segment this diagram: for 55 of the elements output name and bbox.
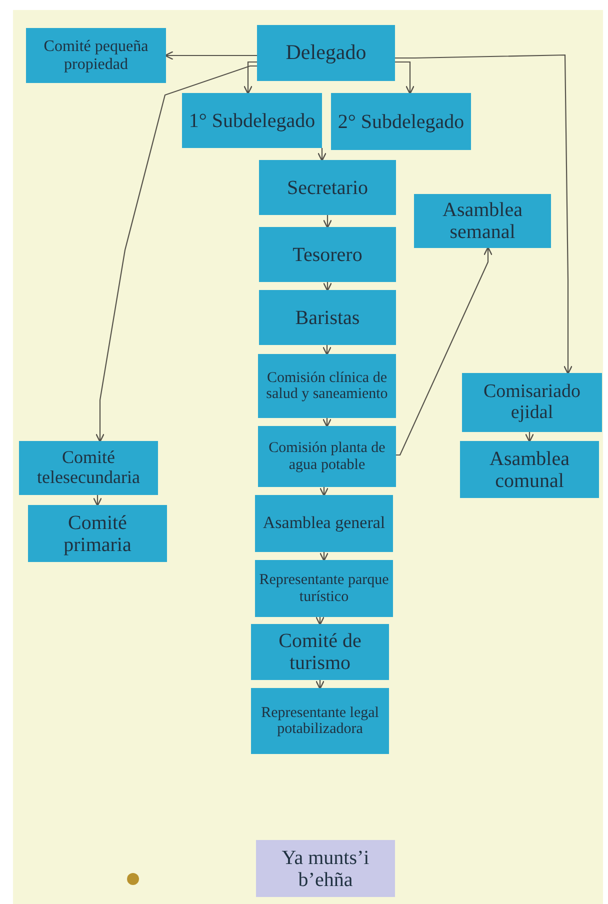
org-box [460, 441, 599, 498]
org-box [462, 373, 602, 432]
org-box [259, 290, 396, 345]
box-label: Representante legal potabilizadora [260, 704, 380, 738]
box-label: Asamblea semanal [442, 199, 524, 243]
arrow [318, 148, 326, 162]
box-label: Delegado [286, 41, 366, 65]
arrow [323, 215, 332, 228]
arrow [525, 432, 534, 442]
org-box [414, 194, 551, 248]
arrow [316, 680, 324, 690]
org-box [259, 160, 396, 215]
arrow [93, 495, 102, 506]
org-box [182, 93, 322, 148]
box-label: Comisión planta de agua potable [268, 440, 386, 473]
org-box [19, 441, 158, 495]
arrow [316, 616, 324, 626]
arrow [395, 61, 414, 94]
box-label: Representante parque turístico [259, 572, 389, 605]
org-box [26, 28, 166, 83]
box-label: Comisariado ejidal [482, 382, 582, 424]
box-label: Secretario [286, 176, 368, 198]
box-label: Comité primaria [62, 512, 132, 556]
box-label: 1° Subdelegado [188, 110, 316, 132]
arrow [323, 282, 332, 292]
org-box [28, 505, 167, 562]
box-label: 2° Subdelegado [338, 110, 464, 132]
box-label: Tesorero [292, 244, 362, 266]
arrow [320, 487, 328, 496]
org-box [255, 495, 393, 552]
box-label: Comisión clínica de salud y saneamiento [265, 370, 389, 402]
arrow [396, 246, 492, 456]
org-box [251, 624, 389, 680]
box-label: Ya munts’i b’ehña [280, 846, 370, 890]
org-box [255, 560, 393, 617]
box-label: Comité telesecundaria [36, 448, 141, 488]
arrow [395, 54, 572, 374]
arrow [96, 65, 257, 442]
org-box [257, 25, 395, 81]
box-label: Comité de turismo [278, 630, 362, 674]
org-box [258, 426, 396, 487]
arrow [320, 552, 328, 562]
org-box [258, 354, 396, 418]
org-box [256, 840, 395, 897]
box-label: Baristas [295, 306, 360, 328]
org-box [331, 93, 471, 150]
arrow [164, 51, 257, 60]
arrow [322, 345, 332, 356]
org-box [259, 227, 396, 282]
arrow [322, 418, 332, 428]
box-label: Asamblea comunal [488, 448, 570, 492]
box-label: Comité pequeña propiedad [42, 38, 150, 74]
org-box [251, 688, 389, 754]
box-label: Asamblea general [262, 514, 386, 533]
arrow [244, 61, 257, 94]
